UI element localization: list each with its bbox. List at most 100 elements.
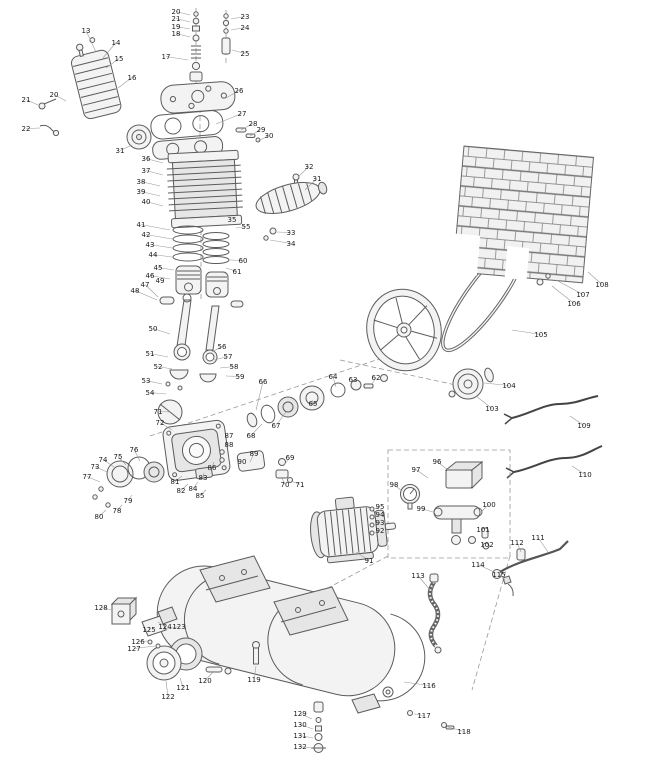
part-label-30: 30 [265, 132, 274, 140]
pistons [175, 265, 229, 298]
breather-parts [275, 458, 293, 483]
crank-axis [149, 351, 401, 437]
leader-line [145, 158, 164, 164]
part-label-114: 114 [471, 561, 485, 569]
part-label-31: 31 [313, 175, 322, 183]
part-label-49: 49 [156, 277, 165, 285]
leader-line [332, 376, 337, 388]
leader-line [149, 353, 169, 358]
part-label-130: 130 [293, 721, 306, 729]
part-label-97: 97 [412, 466, 421, 474]
tank-bolts-bottom [407, 710, 455, 730]
part-label-81: 81 [171, 478, 180, 486]
part-label-98: 98 [390, 481, 399, 489]
leader-line [219, 366, 235, 369]
leader-line [137, 640, 149, 642]
intake-muffler [255, 181, 328, 214]
part-label-19: 19 [172, 23, 181, 31]
part-label-109: 109 [577, 422, 590, 430]
part-label-108: 108 [595, 281, 608, 289]
leader-line [85, 30, 97, 53]
part-label-93: 93 [376, 519, 385, 527]
part-label-18: 18 [172, 30, 181, 38]
drain-valve-stack [311, 701, 326, 753]
leader-line [175, 33, 191, 38]
part-label-26: 26 [235, 87, 244, 95]
part-label-20: 20 [50, 91, 59, 99]
part-label-113: 113 [411, 572, 424, 580]
leader-line [149, 275, 171, 280]
leader-line [240, 123, 254, 131]
part-label-96: 96 [433, 458, 442, 466]
leader-line [144, 284, 159, 298]
part-label-62: 62 [372, 374, 381, 382]
leader-line [299, 746, 313, 749]
wheels [146, 637, 232, 681]
part-label-58: 58 [230, 363, 239, 371]
leader-line [283, 457, 291, 466]
part-label-71: 71 [296, 481, 305, 489]
part-label-50: 50 [149, 325, 158, 333]
part-label-48: 48 [131, 287, 140, 295]
small-plates [141, 606, 178, 649]
part-label-52: 52 [154, 363, 163, 371]
part-label-102: 102 [480, 541, 493, 549]
leader-line [148, 626, 151, 630]
leader-line [165, 680, 169, 697]
part-label-44: 44 [149, 251, 158, 259]
part-label-54: 54 [146, 389, 155, 397]
part-label-104: 104 [502, 382, 516, 390]
leader-line [192, 481, 199, 489]
part-label-131: 131 [293, 732, 306, 740]
leader-line [475, 395, 493, 409]
leader-line [373, 506, 381, 510]
part-label-64: 64 [329, 373, 338, 381]
part-label-28: 28 [249, 120, 258, 128]
leader-line [281, 477, 286, 485]
leader-line [276, 231, 292, 233]
aftercooler-fins [70, 37, 122, 120]
leader-line [371, 377, 377, 385]
leader-line [413, 713, 425, 716]
part-label-79: 79 [124, 497, 133, 505]
leader-line [162, 626, 180, 631]
part-label-123: 123 [172, 623, 185, 631]
pipe-fittings-left [38, 98, 60, 137]
part-label-69: 69 [286, 454, 295, 462]
leader-line [480, 504, 490, 513]
part-label-21: 21 [172, 15, 181, 23]
part-label-53: 53 [142, 377, 151, 385]
part-label-51: 51 [146, 350, 155, 358]
part-label-122: 122 [161, 693, 174, 701]
leader-line [119, 144, 133, 151]
part-label-73: 73 [91, 463, 100, 471]
leader-line [355, 551, 370, 561]
part-label-25: 25 [241, 50, 250, 58]
leader-line [477, 564, 495, 573]
part-label-78: 78 [113, 507, 122, 515]
leader-line [53, 94, 67, 102]
part-label-67: 67 [272, 422, 281, 430]
leader-line [145, 380, 163, 385]
part-label-107: 107 [576, 291, 589, 299]
leader-line [483, 382, 510, 386]
leader-line [373, 530, 381, 534]
foot-bracket [110, 596, 138, 625]
part-label-91: 91 [365, 557, 374, 565]
leader-line [511, 329, 542, 335]
leader-line [149, 392, 167, 395]
leader-line [299, 735, 314, 739]
connecting-rods [173, 293, 220, 365]
part-label-118: 118 [457, 728, 470, 736]
leader-line [133, 645, 156, 649]
part-label-88: 88 [225, 441, 234, 449]
manifold [433, 505, 490, 550]
leader-line [304, 178, 318, 191]
leader-line [229, 259, 244, 261]
leader-line [140, 191, 161, 197]
part-label-14: 14 [112, 39, 121, 47]
leader-line [230, 27, 246, 31]
leader-line [102, 459, 115, 468]
part-label-36: 36 [142, 155, 151, 163]
